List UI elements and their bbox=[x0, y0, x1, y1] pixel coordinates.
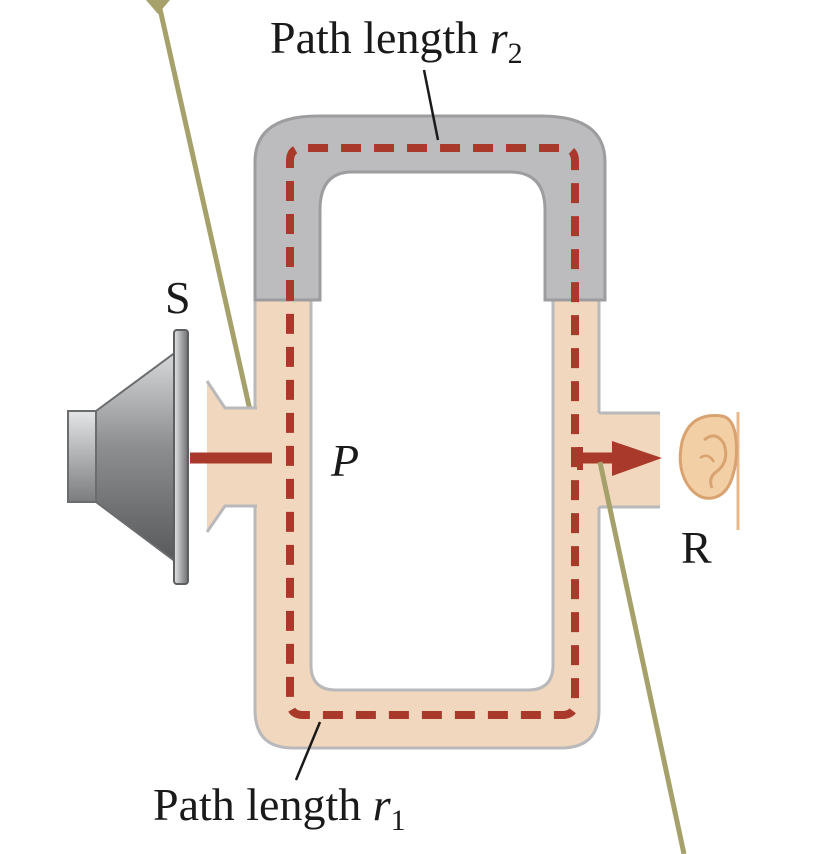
path-length-r1-var: r bbox=[373, 779, 392, 830]
path-length-r1-label: Path length r1 bbox=[153, 779, 406, 837]
top-pointer-arrowhead bbox=[146, 0, 170, 14]
path-length-r1-sub: 1 bbox=[391, 804, 406, 837]
sliding-tube bbox=[253, 114, 607, 302]
path-length-r2-var: r bbox=[490, 12, 509, 63]
path-length-r2-label: Path length r2 bbox=[270, 12, 523, 70]
top-label-leader bbox=[422, 69, 440, 141]
receiver-label: R bbox=[681, 522, 712, 573]
ear-icon bbox=[678, 412, 740, 530]
sound-path bbox=[286, 144, 579, 719]
point-p-label: P bbox=[330, 435, 359, 486]
path-length-r2-sub: 2 bbox=[508, 37, 523, 70]
path-length-r1-text: Path length bbox=[153, 779, 361, 830]
bottom-label-leader bbox=[294, 721, 322, 781]
tube bbox=[205, 298, 660, 750]
path-length-r2-text: Path length bbox=[270, 12, 478, 63]
top-pointer-line bbox=[155, 0, 263, 456]
source-label: S bbox=[165, 272, 191, 323]
bottom-pointer-line bbox=[597, 461, 687, 854]
speaker-icon bbox=[67, 329, 189, 585]
output-arrow bbox=[577, 441, 662, 476]
